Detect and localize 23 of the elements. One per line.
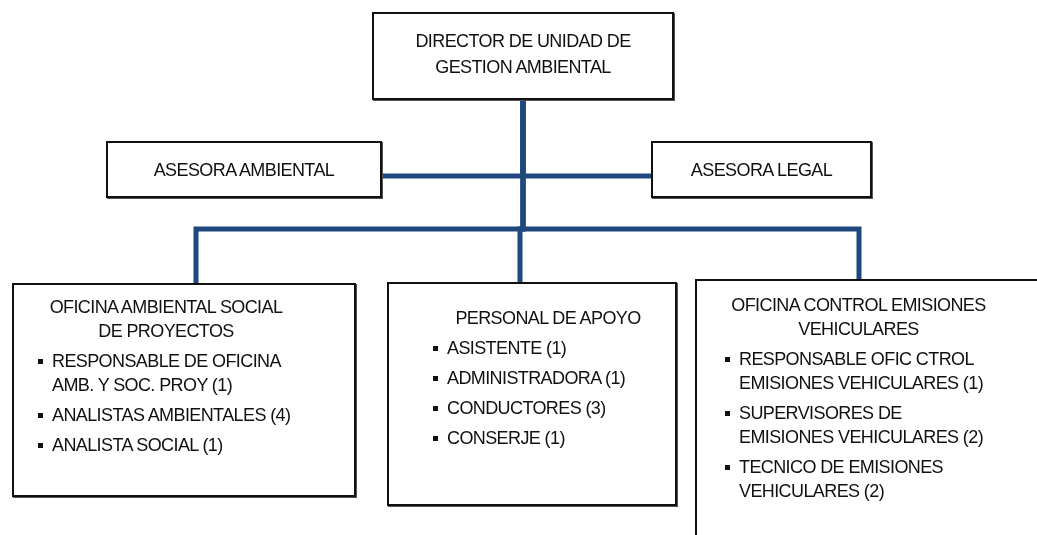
org-box xyxy=(651,141,872,198)
org-box xyxy=(695,279,1037,535)
staff-item: ADMINISTRADORA (1) xyxy=(447,367,626,390)
org-box xyxy=(387,282,677,506)
role-title: ASESORA LEGAL xyxy=(689,159,834,182)
org-box xyxy=(372,12,674,100)
staff-item: RESPONSABLE DE OFICINA AMB. Y SOC. PROY (1) xyxy=(52,350,282,397)
office-title: PERSONAL DE APOYO xyxy=(454,307,642,330)
staff-item: RESPONSABLE OFIC CTROL EMISIONES VEHICULARES (1) xyxy=(739,348,985,395)
staff-item: ANALISTAS AMBIENTALES (4) xyxy=(52,404,291,427)
staff-item: SUPERVISORES DE EMISIONES VEHICULARES (2) xyxy=(739,402,985,449)
staff-item: CONDUCTORES (3) xyxy=(447,397,606,420)
org-box xyxy=(12,283,356,497)
role-title: ASESORA AMBIENTAL xyxy=(152,159,336,182)
org-box xyxy=(106,141,382,198)
staff-item: CONSERJE (1) xyxy=(447,427,565,450)
role-title: DIRECTOR DE UNIDAD DE GESTION AMBIENTAL xyxy=(414,30,632,79)
office-title: OFICINA CONTROL EMISIONES VEHICULARES xyxy=(730,294,987,341)
staff-item: ASISTENTE (1) xyxy=(447,337,567,360)
staff-item: TECNICO DE EMISIONES VEHICULARES (2) xyxy=(739,456,945,503)
connector-line xyxy=(520,100,862,279)
staff-item: ANALISTA SOCIAL (1) xyxy=(52,434,223,457)
office-title: OFICINA AMBIENTAL SOCIAL DE PROYECTOS xyxy=(48,296,284,343)
